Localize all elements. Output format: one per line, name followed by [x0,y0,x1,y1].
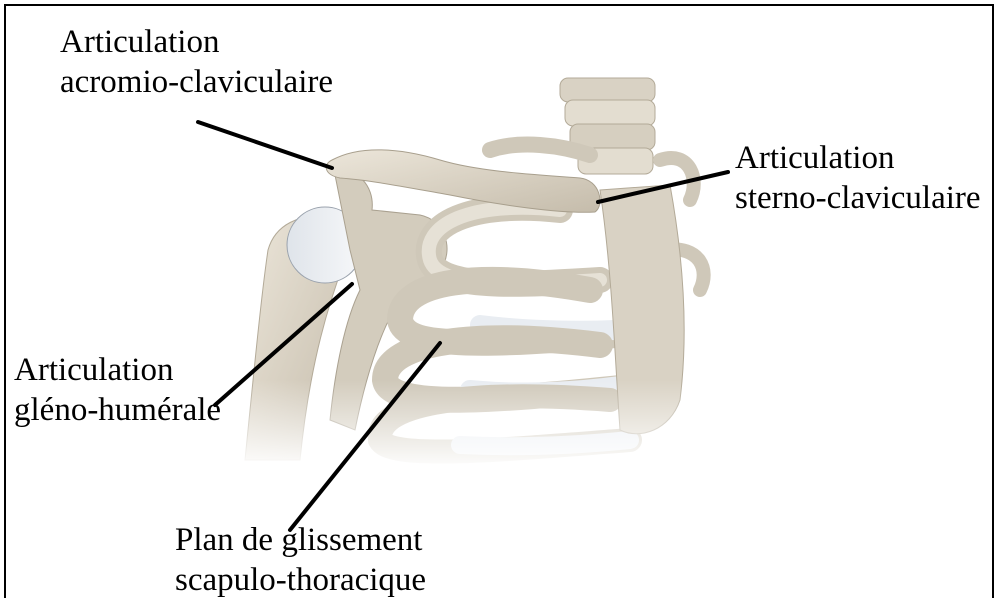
label-acromio-claviculaire: Articulation acromio-claviculaire [60,22,333,102]
label-gleno-humerale: Articulation gléno-humérale [14,350,221,430]
leader-line-acromio [198,122,332,168]
label-scapulo-thoracique: Plan de glissement scapulo-thoracique [175,520,426,600]
vertebrae [560,78,655,174]
label-sterno-claviculaire: Articulation sterno-claviculaire [735,138,981,218]
